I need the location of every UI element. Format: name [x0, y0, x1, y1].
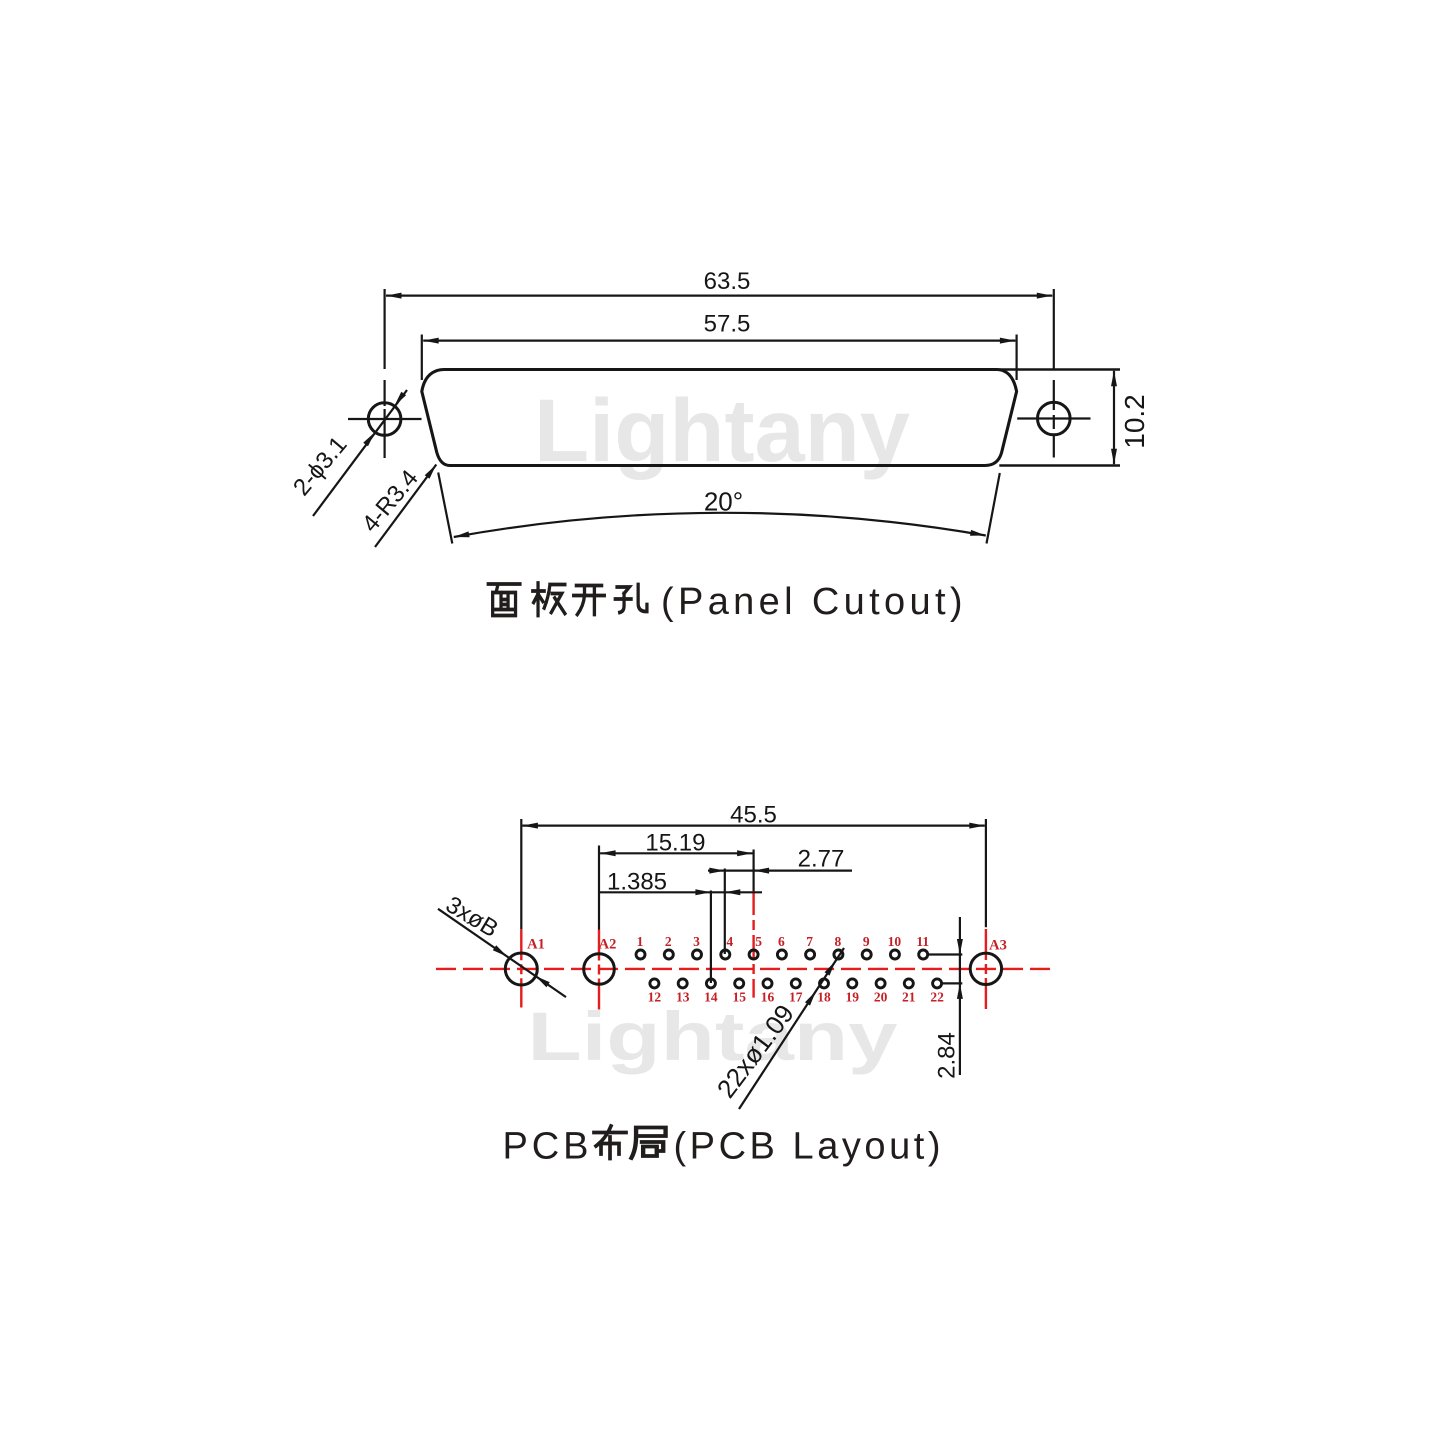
- svg-text:13: 13: [676, 990, 690, 1005]
- svg-text:17: 17: [789, 990, 803, 1005]
- svg-text:10.2: 10.2: [1119, 394, 1150, 449]
- svg-text:4: 4: [726, 934, 733, 949]
- svg-text:2.84: 2.84: [934, 1032, 961, 1079]
- svg-text:63.5: 63.5: [704, 268, 751, 295]
- svg-text:A3: A3: [989, 938, 1007, 954]
- svg-text:7: 7: [806, 934, 813, 949]
- svg-text:11: 11: [916, 934, 929, 949]
- svg-text:(Panel Cutout): (Panel Cutout): [661, 581, 963, 623]
- svg-text:(PCB Layout): (PCB Layout): [674, 1125, 941, 1167]
- svg-text:3xøB: 3xøB: [441, 891, 503, 943]
- svg-text:16: 16: [761, 990, 775, 1005]
- svg-text:8: 8: [835, 934, 842, 949]
- svg-text:1: 1: [637, 934, 644, 949]
- svg-text:5: 5: [755, 934, 762, 949]
- svg-text:A2: A2: [599, 937, 617, 953]
- svg-text:2-ϕ3.1: 2-ϕ3.1: [288, 431, 352, 501]
- svg-text:PCB: PCB: [503, 1125, 589, 1167]
- svg-text:6: 6: [778, 934, 785, 949]
- svg-text:10: 10: [888, 934, 902, 949]
- svg-text:22: 22: [930, 990, 944, 1005]
- svg-text:21: 21: [902, 990, 916, 1005]
- svg-text:1.385: 1.385: [607, 869, 667, 896]
- svg-text:12: 12: [648, 990, 662, 1005]
- svg-text:14: 14: [704, 990, 718, 1005]
- svg-text:2: 2: [665, 934, 672, 949]
- svg-text:19: 19: [846, 990, 860, 1005]
- svg-text:2.77: 2.77: [798, 846, 845, 873]
- svg-text:Lightany: Lightany: [534, 380, 911, 480]
- svg-text:9: 9: [863, 934, 870, 949]
- svg-text:20°: 20°: [704, 487, 743, 517]
- svg-text:20: 20: [874, 990, 888, 1005]
- svg-text:45.5: 45.5: [730, 802, 777, 829]
- svg-text:Lightany: Lightany: [528, 998, 898, 1075]
- svg-text:A1: A1: [527, 937, 545, 953]
- svg-text:18: 18: [817, 990, 831, 1005]
- svg-text:15: 15: [732, 990, 746, 1005]
- svg-text:57.5: 57.5: [704, 311, 751, 338]
- svg-text:3: 3: [693, 934, 700, 949]
- svg-text:15.19: 15.19: [645, 830, 705, 857]
